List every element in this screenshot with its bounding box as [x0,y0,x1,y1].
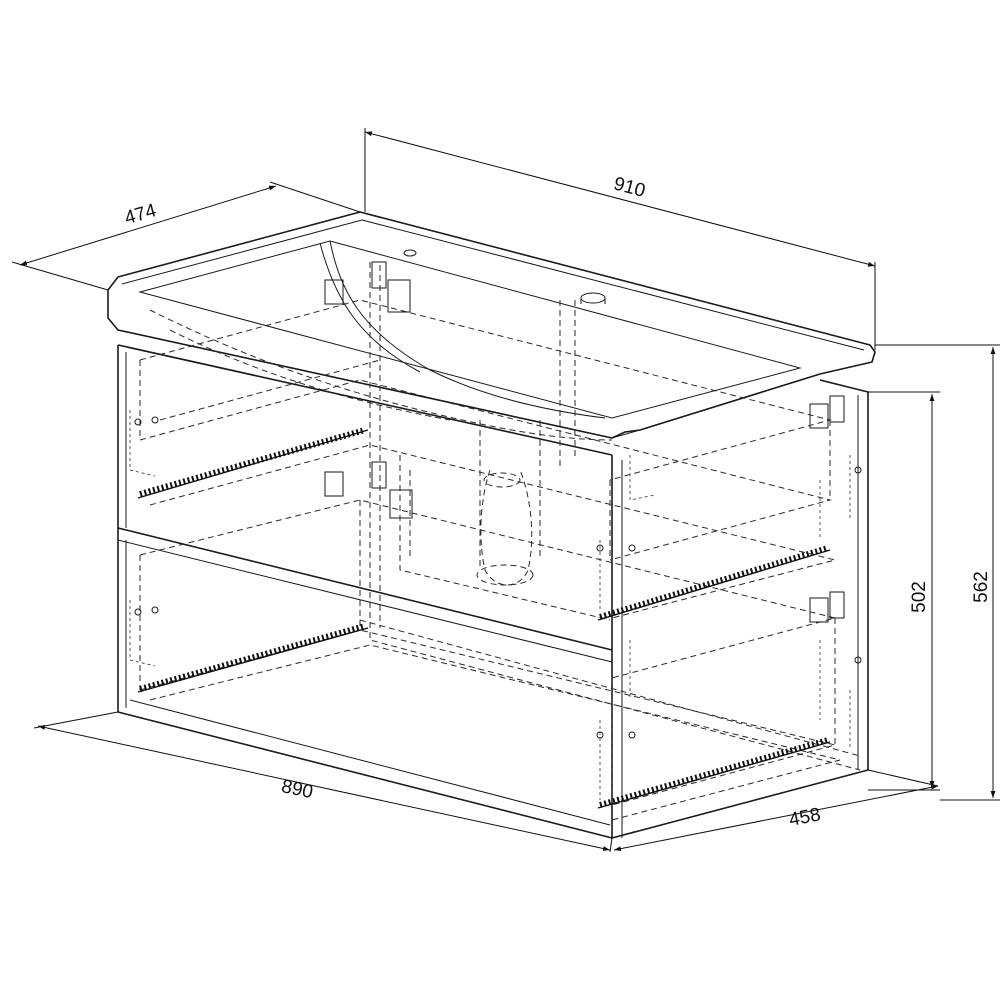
runner-top-right [597,545,831,621]
runner-top-left [137,427,369,499]
dimension-top-depth: 474 [122,200,159,229]
runner-bottom-left [137,623,369,693]
dimension-lines [11,128,1000,853]
dimension-body-height: 502 [909,581,930,613]
cabinet-body [117,344,869,839]
mounting-brackets [134,261,862,739]
washbasin-top [107,211,876,441]
hidden-internal-structure [129,262,861,821]
dimension-base-depth: 458 [787,804,822,831]
runner-bottom-right [597,737,831,809]
dimension-front-width: 890 [279,776,314,803]
dimension-total-height: 562 [971,571,992,603]
